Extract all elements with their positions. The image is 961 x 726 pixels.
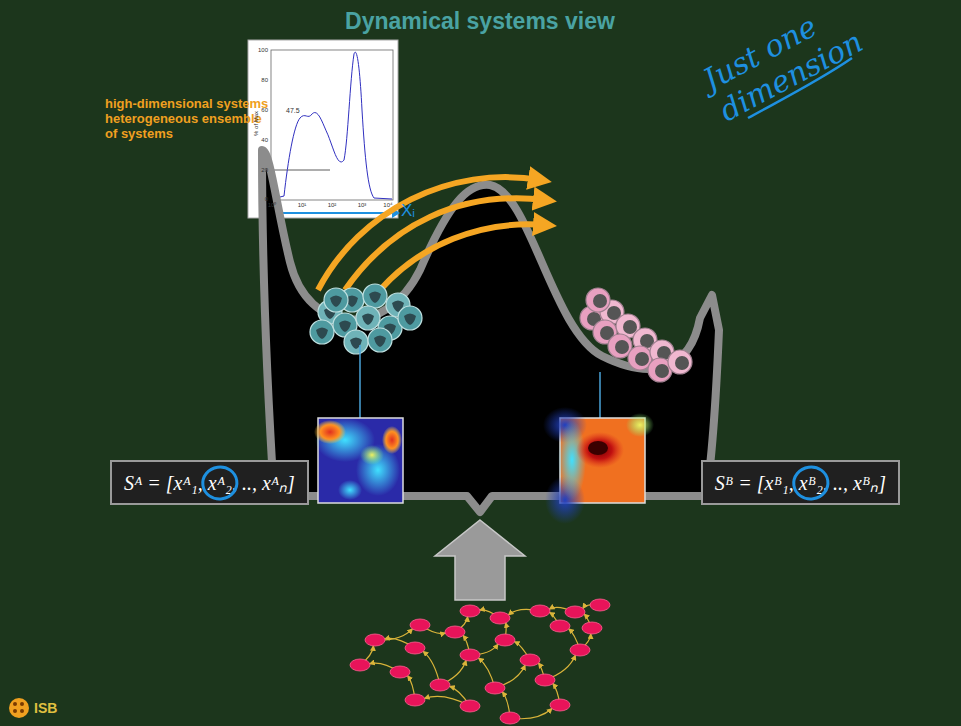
state-vector: Sᴮ = [xᴮ₁, xᴮ₂, .., xᴮₙ] <box>715 469 886 496</box>
state-vector: Sᴬ = [xᴬ₁, xᴬ₂, .., xᴬₙ] <box>124 469 295 496</box>
tick-label: 20 <box>261 167 268 174</box>
tick-label: 10¹ <box>298 202 307 209</box>
tick-label: 80 <box>261 77 268 84</box>
tick-label: 10⁰ <box>268 202 277 209</box>
transition-arrows <box>318 177 545 290</box>
cell-cluster-b <box>580 288 692 382</box>
isb-logo <box>9 698 29 718</box>
slide-title: Dynamical systems view <box>345 8 615 35</box>
axis-label: Xᵢ <box>401 201 415 221</box>
tick-label: 40 <box>261 137 268 144</box>
cell-cluster-a <box>310 284 422 354</box>
leader-line <box>599 372 601 418</box>
note-text: high-dimensional systems heterogeneous e… <box>105 97 270 142</box>
state-vector-box: Sᴮ = [xᴮ₁, xᴮ₂, .., xᴮₙ] <box>701 460 900 505</box>
up-arrow <box>435 520 525 600</box>
tick-label: 100 <box>258 47 268 54</box>
tick-label: 60 <box>261 107 268 114</box>
axis-title: % of Max <box>253 111 260 136</box>
tick-label: 0 <box>265 196 268 203</box>
tick-label: 10⁴ <box>383 202 392 209</box>
tick-label: 10² <box>328 202 337 209</box>
gene-network <box>350 599 610 724</box>
gate-value: 47.5 <box>286 107 300 115</box>
state-vector-box: Sᴬ = [xᴬ₁, xᴬ₂, .., xᴬₙ] <box>110 460 309 505</box>
hand-circles <box>201 465 830 501</box>
heatmap-b <box>543 407 654 524</box>
leader-line <box>359 345 361 418</box>
handwritten-note: Just one dimension <box>698 0 863 128</box>
energy-landscape <box>262 150 719 512</box>
tick-label: 10³ <box>358 202 367 209</box>
heatmap-a <box>314 418 403 503</box>
axis-arrow <box>275 212 392 214</box>
logo-text: ISB <box>34 700 57 716</box>
